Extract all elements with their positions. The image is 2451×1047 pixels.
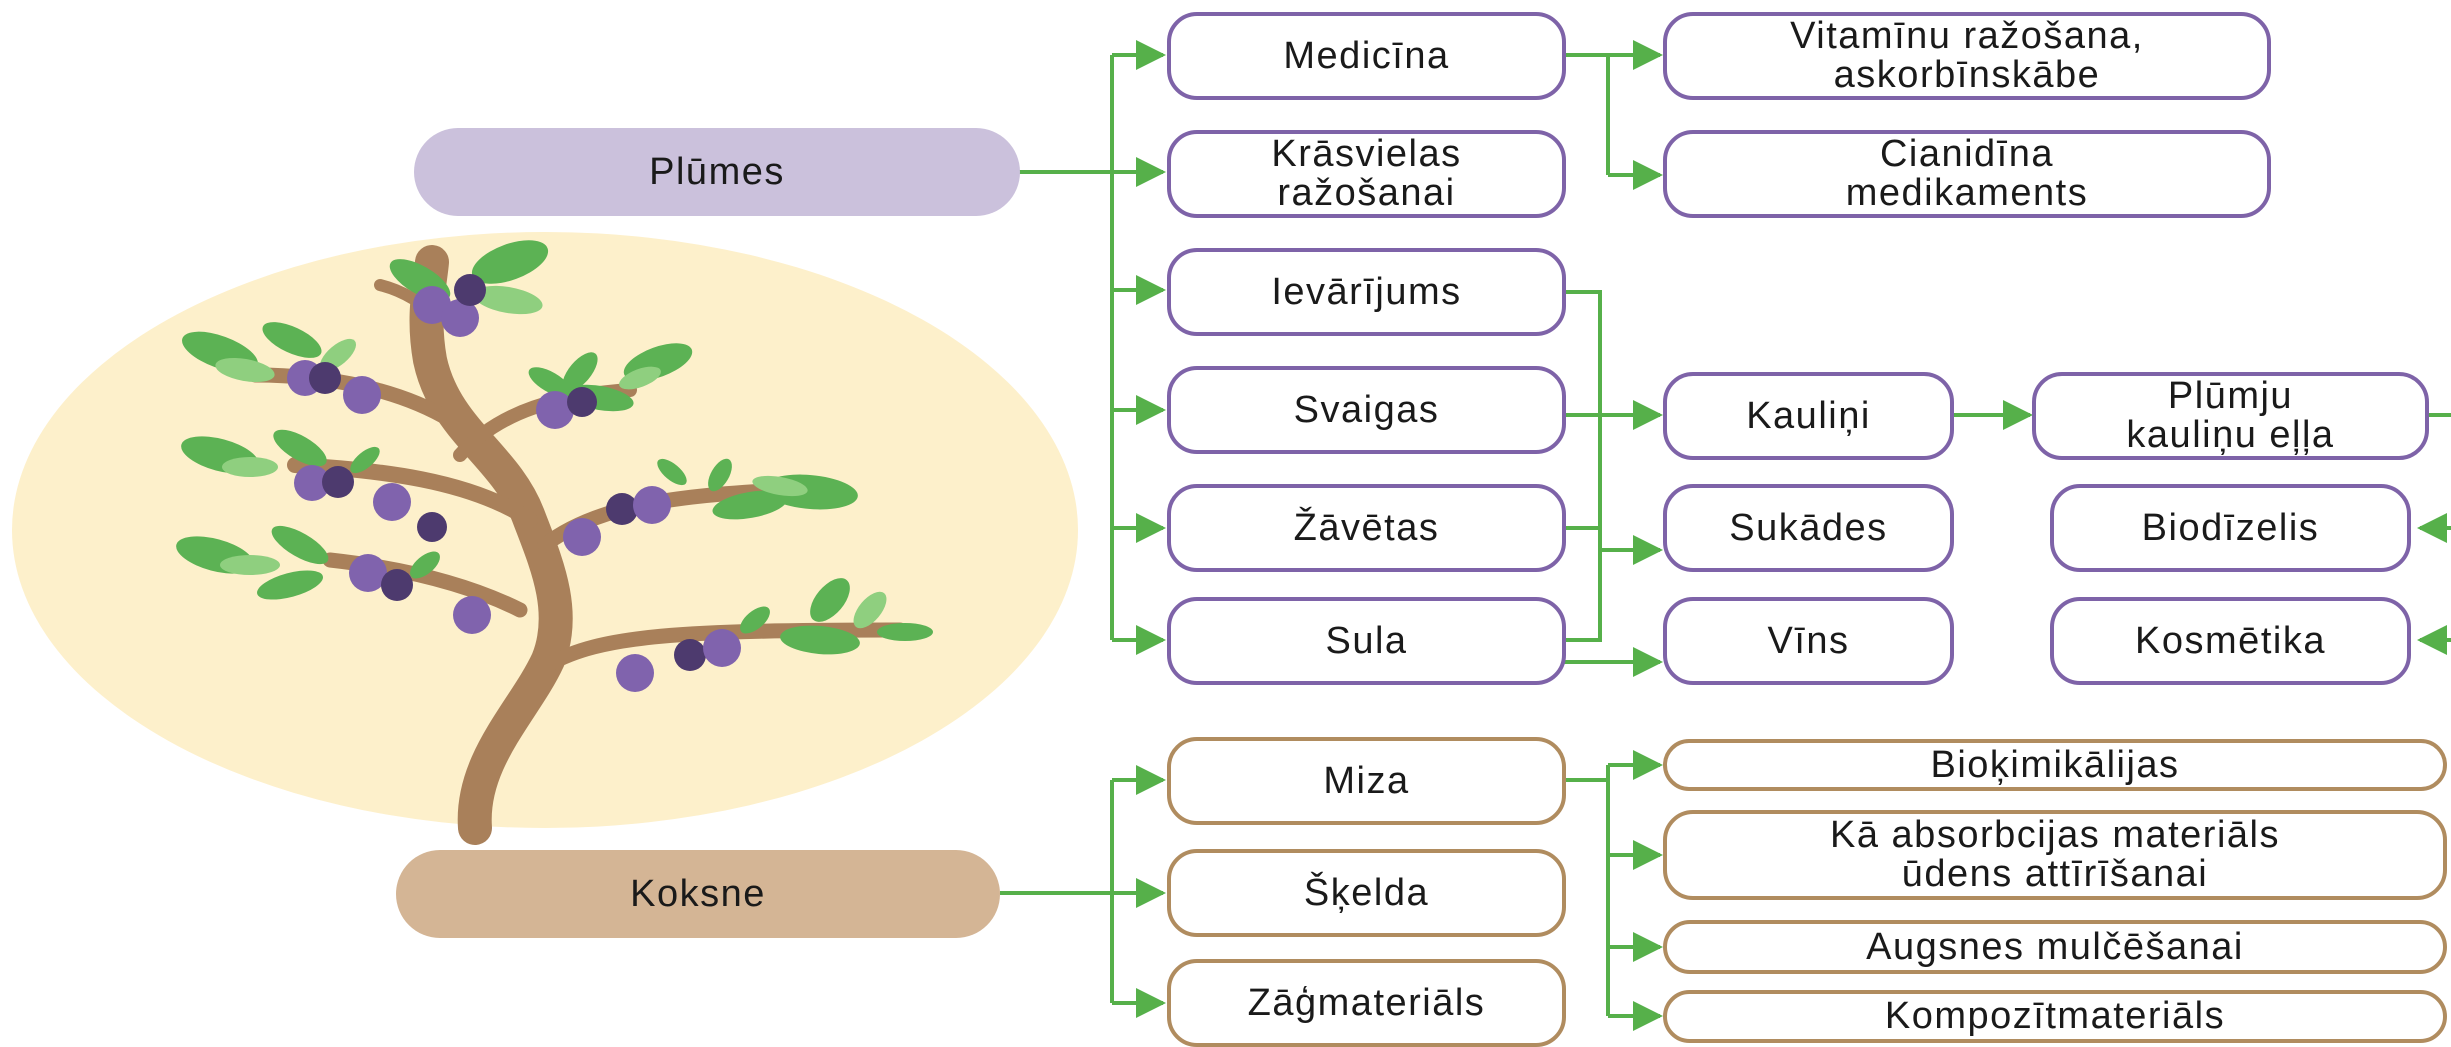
node-absorbcijas: Kā absorbcijas materiāls ūdens attīrīšan… xyxy=(1663,810,2447,900)
node-ievarijums: Ievārījums xyxy=(1167,248,1566,336)
node-sula: Sula xyxy=(1167,597,1566,685)
category-koksne: Koksne xyxy=(396,850,1000,938)
category-plumes: Plūmes xyxy=(414,128,1020,216)
node-miza: Miza xyxy=(1167,737,1566,825)
node-zagmaterials: Zāģmateriāls xyxy=(1167,959,1566,1047)
node-kaulini: Kauliņi xyxy=(1663,372,1954,460)
node-medicina: Medicīna xyxy=(1167,12,1566,100)
node-sukades: Sukādes xyxy=(1663,484,1954,572)
node-skelda: Šķelda xyxy=(1167,849,1566,937)
node-krasvielas: Krāsvielas ražošanai xyxy=(1167,130,1566,218)
connectors xyxy=(1000,40,2451,1031)
node-augsnes: Augsnes mulčēšanai xyxy=(1663,920,2447,974)
node-vitaminu: Vitamīnu ražošana, askorbīnskābe xyxy=(1663,12,2271,100)
node-biokimikalijas: Bioķimikālijas xyxy=(1663,739,2447,791)
node-svaigas: Svaigas xyxy=(1167,366,1566,454)
node-zavetas: Žāvētas xyxy=(1167,484,1566,572)
node-kompozit: Kompozītmateriāls xyxy=(1663,990,2447,1043)
category-koksne-label: Koksne xyxy=(630,872,766,915)
node-ella: Plūmju kauliņu eļļa xyxy=(2032,372,2429,460)
node-vins: Vīns xyxy=(1663,597,1954,685)
plum-fruits xyxy=(287,274,741,692)
node-biodizelis: Biodīzelis xyxy=(2050,484,2411,572)
category-plumes-label: Plūmes xyxy=(649,150,785,193)
node-kosmetika: Kosmētika xyxy=(2050,597,2411,685)
tree-leaves xyxy=(176,240,933,655)
node-cianidina: Cianidīna medikaments xyxy=(1663,130,2271,218)
